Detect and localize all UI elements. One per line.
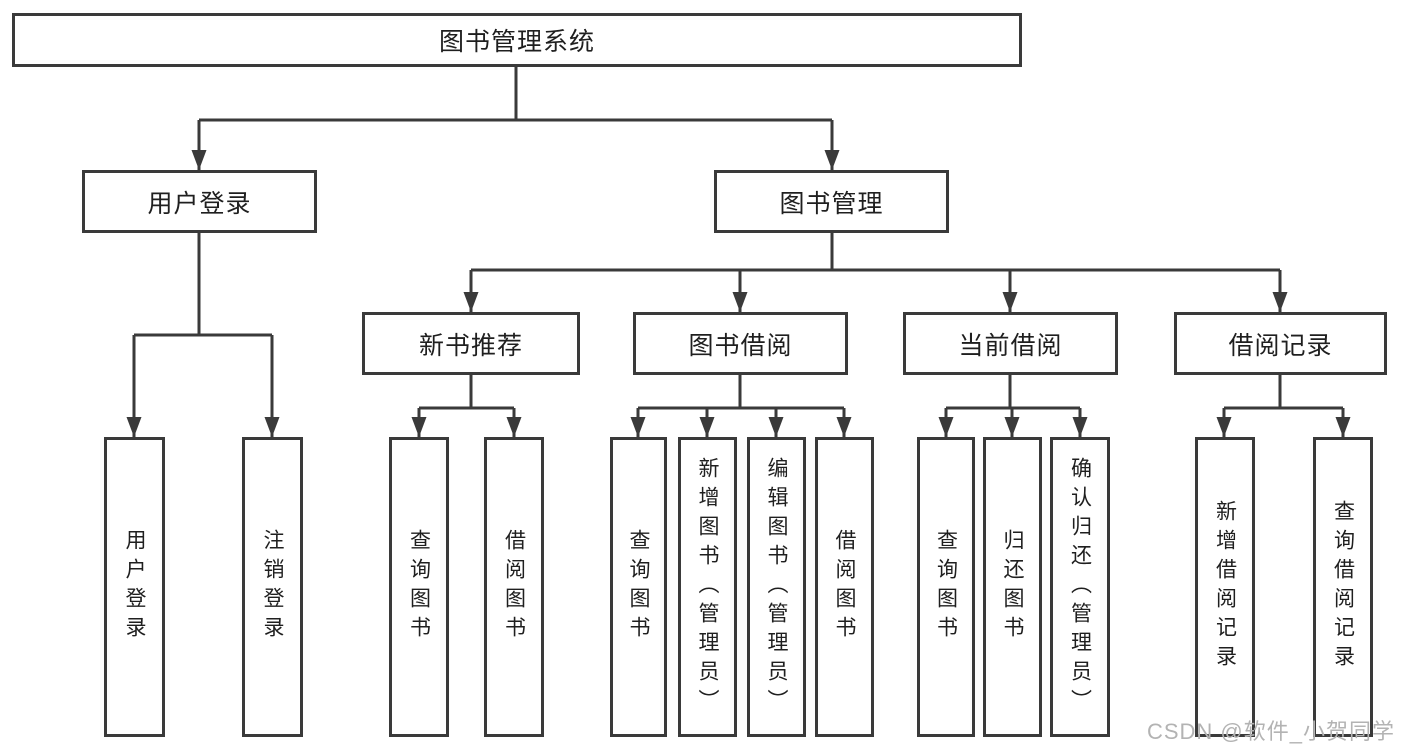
node-book-management-label: 图书管理 xyxy=(779,189,884,218)
node-library-system: 图书管理系统 xyxy=(12,13,1022,67)
leaf-add-books-admin: 新增图书（管理员） xyxy=(678,437,737,737)
leaf-return-books-label: 归还图书 xyxy=(1001,529,1024,645)
leaf-query-books-recommend-label: 查询图书 xyxy=(407,529,431,645)
node-book-management: 图书管理 xyxy=(714,170,949,233)
node-current-borrowing-label: 当前借阅 xyxy=(958,331,1063,360)
leaf-logout-label: 注销登录 xyxy=(261,529,284,645)
leaf-borrow-books-recommend-label: 借阅图书 xyxy=(502,529,526,645)
node-borrowing-records: 借阅记录 xyxy=(1174,312,1387,375)
leaf-add-borrow-record-label: 新增借阅记录 xyxy=(1213,500,1237,674)
leaf-query-books-borrowing: 查询图书 xyxy=(610,437,667,737)
node-user-login-label: 用户登录 xyxy=(147,189,252,218)
leaf-query-books-current-label: 查询图书 xyxy=(934,529,958,645)
leaf-add-borrow-record: 新增借阅记录 xyxy=(1195,437,1255,737)
leaf-query-borrow-record: 查询借阅记录 xyxy=(1313,437,1373,737)
csdn-watermark: CSDN @软件_小贺同学 xyxy=(1146,719,1395,744)
node-borrowing-records-label: 借阅记录 xyxy=(1228,331,1333,360)
leaf-edit-books-admin: 编辑图书（管理员） xyxy=(747,437,806,737)
node-new-book-recommend-label: 新书推荐 xyxy=(418,331,523,360)
leaf-user-login-label: 用户登录 xyxy=(123,529,146,645)
leaf-user-login: 用户登录 xyxy=(104,437,165,737)
leaf-query-books-current: 查询图书 xyxy=(917,437,975,737)
leaf-confirm-return-admin-label: 确认归还（管理员） xyxy=(1068,456,1092,718)
node-current-borrowing: 当前借阅 xyxy=(903,312,1118,375)
leaf-logout: 注销登录 xyxy=(242,437,303,737)
leaf-query-books-recommend: 查询图书 xyxy=(389,437,449,737)
node-user-login: 用户登录 xyxy=(82,170,317,233)
leaf-return-books: 归还图书 xyxy=(983,437,1042,737)
leaf-query-borrow-record-label: 查询借阅记录 xyxy=(1331,500,1355,674)
leaf-edit-books-admin-label: 编辑图书（管理员） xyxy=(765,456,788,718)
node-library-system-label: 图书管理系统 xyxy=(438,28,595,56)
leaf-query-books-borrowing-label: 查询图书 xyxy=(627,529,650,645)
leaf-add-books-admin-label: 新增图书（管理员） xyxy=(696,456,719,718)
leaf-borrow-books-borrowing: 借阅图书 xyxy=(815,437,874,737)
node-new-book-recommend: 新书推荐 xyxy=(362,312,580,375)
leaf-confirm-return-admin: 确认归还（管理员） xyxy=(1050,437,1110,737)
node-book-borrowing: 图书借阅 xyxy=(633,312,848,375)
node-book-borrowing-label: 图书借阅 xyxy=(688,331,793,360)
leaf-borrow-books-recommend: 借阅图书 xyxy=(484,437,544,737)
leaf-borrow-books-borrowing-label: 借阅图书 xyxy=(833,529,856,645)
